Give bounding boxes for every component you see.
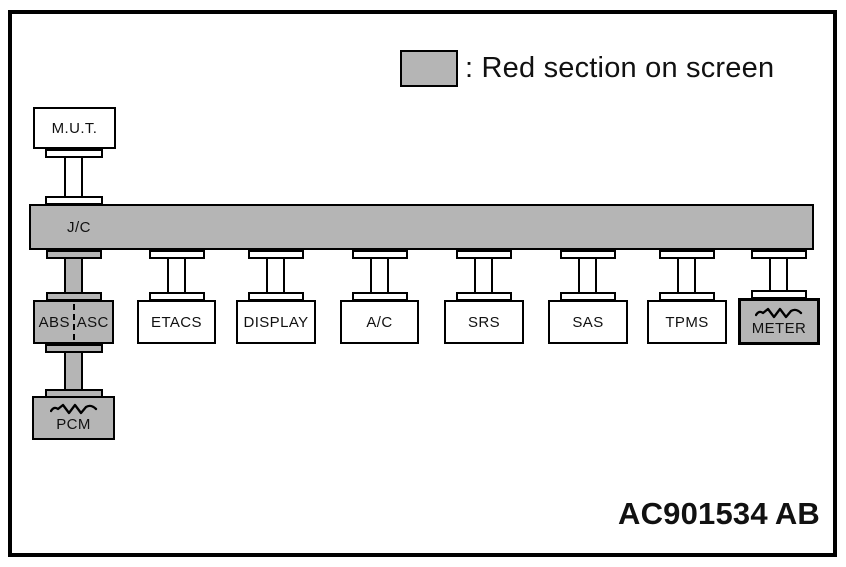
node-etacs-label: ETACS bbox=[151, 313, 202, 331]
connector-ac-web bbox=[370, 257, 389, 295]
diagram-frame bbox=[8, 10, 837, 557]
connector-abs-flange-top bbox=[46, 250, 102, 259]
junction-bus-label: J/C bbox=[67, 218, 91, 236]
legend: : Red section on screen bbox=[400, 50, 774, 87]
node-srs-label: SRS bbox=[467, 313, 501, 331]
node-mut-label: M.U.T. bbox=[51, 119, 98, 137]
terminating-resistor-icon bbox=[754, 307, 803, 319]
connector-tpms-web bbox=[677, 257, 696, 295]
connector-display-flange-top bbox=[248, 250, 304, 259]
node-pcm-label: PCM bbox=[56, 416, 91, 433]
node-meter: METER bbox=[738, 298, 820, 345]
node-mut: M.U.T. bbox=[33, 107, 116, 149]
connector-pcm-flange-top bbox=[45, 344, 103, 353]
node-abs-asc: ABS ASC bbox=[33, 300, 114, 344]
node-display: DISPLAY bbox=[236, 300, 316, 344]
node-ac: A/C bbox=[340, 300, 419, 344]
node-ac-label: A/C bbox=[366, 313, 393, 331]
connector-mut-flange-top bbox=[45, 149, 103, 158]
legend-color-swatch bbox=[400, 50, 458, 87]
dashed-divider bbox=[72, 304, 75, 340]
connector-etacs-flange-top bbox=[149, 250, 205, 259]
connector-meter-web bbox=[769, 257, 788, 293]
node-tpms-label: TPMS bbox=[665, 313, 709, 331]
connector-tpms-flange-top bbox=[659, 250, 715, 259]
connector-mut-web bbox=[64, 155, 83, 198]
connector-etacs-web bbox=[167, 257, 186, 295]
node-abs-label: ABS bbox=[38, 313, 70, 331]
node-sas: SAS bbox=[548, 300, 628, 344]
node-pcm: PCM bbox=[32, 396, 115, 440]
node-etacs: ETACS bbox=[137, 300, 216, 344]
connector-ac-flange-top bbox=[352, 250, 408, 259]
junction-bus: J/C bbox=[29, 204, 814, 250]
figure-code-suffix: AB bbox=[774, 496, 820, 531]
connector-display-web bbox=[266, 257, 285, 295]
node-meter-label: METER bbox=[751, 319, 807, 337]
node-asc-label: ASC bbox=[76, 313, 109, 331]
node-srs: SRS bbox=[444, 300, 524, 344]
connector-pcm-web bbox=[64, 351, 83, 391]
legend-label: : Red section on screen bbox=[465, 52, 775, 84]
node-display-label: DISPLAY bbox=[243, 313, 309, 331]
connector-sas-flange-top bbox=[560, 250, 616, 259]
node-sas-label: SAS bbox=[572, 313, 604, 331]
connector-abs-web bbox=[64, 257, 83, 295]
connector-srs-web bbox=[474, 257, 493, 295]
terminating-resistor-icon bbox=[49, 403, 98, 415]
connector-meter-flange-top bbox=[751, 250, 807, 259]
figure-code-main: AC901534 bbox=[617, 496, 768, 531]
node-tpms: TPMS bbox=[647, 300, 727, 344]
connector-sas-web bbox=[578, 257, 597, 295]
connector-mut-flange-bottom bbox=[45, 196, 103, 205]
connector-srs-flange-top bbox=[456, 250, 512, 259]
